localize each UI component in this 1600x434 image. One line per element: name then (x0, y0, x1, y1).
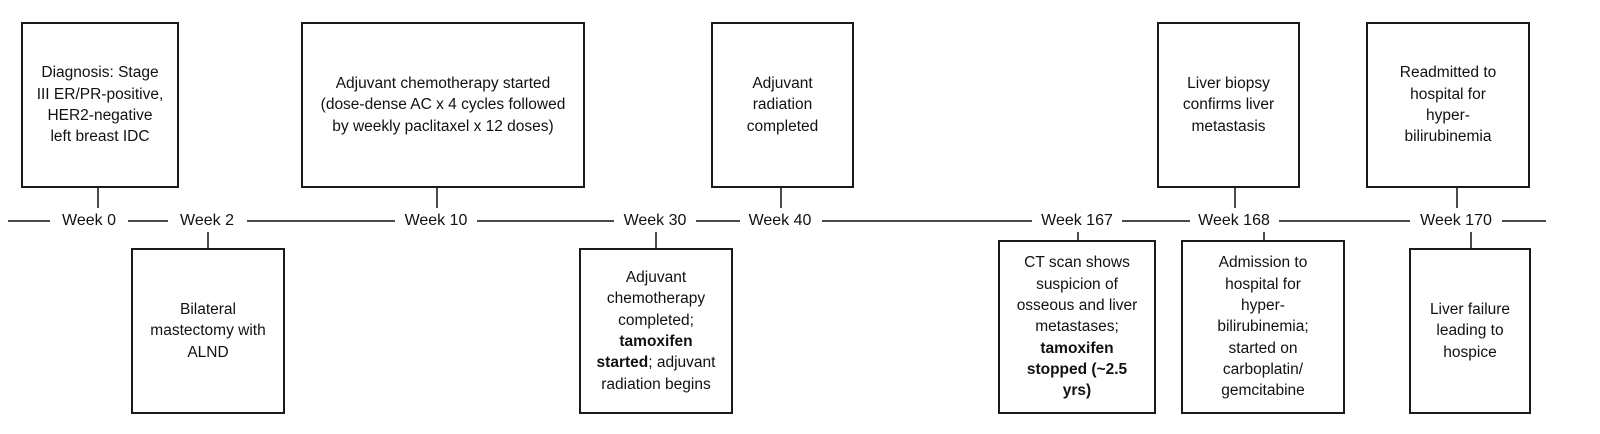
axis-tick-label: Week 167 (1038, 213, 1116, 229)
axis-segment (696, 220, 740, 222)
axis-segment (822, 220, 1032, 222)
connector-admission-carboplatin-gemcitabine (1263, 232, 1265, 240)
axis-tick-label: Week 168 (1195, 213, 1273, 229)
axis-tick-label: Week 30 (620, 213, 690, 229)
connector-diagnosis (97, 188, 99, 208)
connector-bilateral-mastectomy (207, 232, 209, 248)
connector-readmitted-hyperbilirubinemia (1456, 188, 1458, 208)
axis-segment (1122, 220, 1190, 222)
connector-adjuvant-chemotherapy-started (436, 188, 438, 208)
axis-tick-label: Week 40 (745, 213, 815, 229)
axis-tick-label: Week 0 (59, 213, 119, 229)
axis-tick-label: Week 2 (177, 213, 237, 229)
connector-liver-failure-hospice (1470, 232, 1472, 248)
event-box-adjuvant-chemotherapy-started: Adjuvant chemotherapy started(dose-dense… (301, 22, 585, 188)
axis-segment (1279, 220, 1410, 222)
axis-tick-label: Week 10 (401, 213, 471, 229)
axis-segment (1502, 220, 1546, 222)
event-box-label: Adjuvant chemotherapy started(dose-dense… (320, 74, 566, 135)
connector-adjuvant-radiation-completed (780, 188, 782, 208)
axis-segment (247, 220, 395, 222)
axis-segment (128, 220, 168, 222)
axis-tick-label: Week 170 (1417, 213, 1495, 229)
connector-liver-biopsy (1234, 188, 1236, 208)
connector-chemo-completed-tamoxifen-started (655, 232, 657, 248)
connector-ct-scan-tamoxifen-stopped (1077, 232, 1079, 240)
axis-segment (477, 220, 614, 222)
axis-segment (8, 220, 50, 222)
